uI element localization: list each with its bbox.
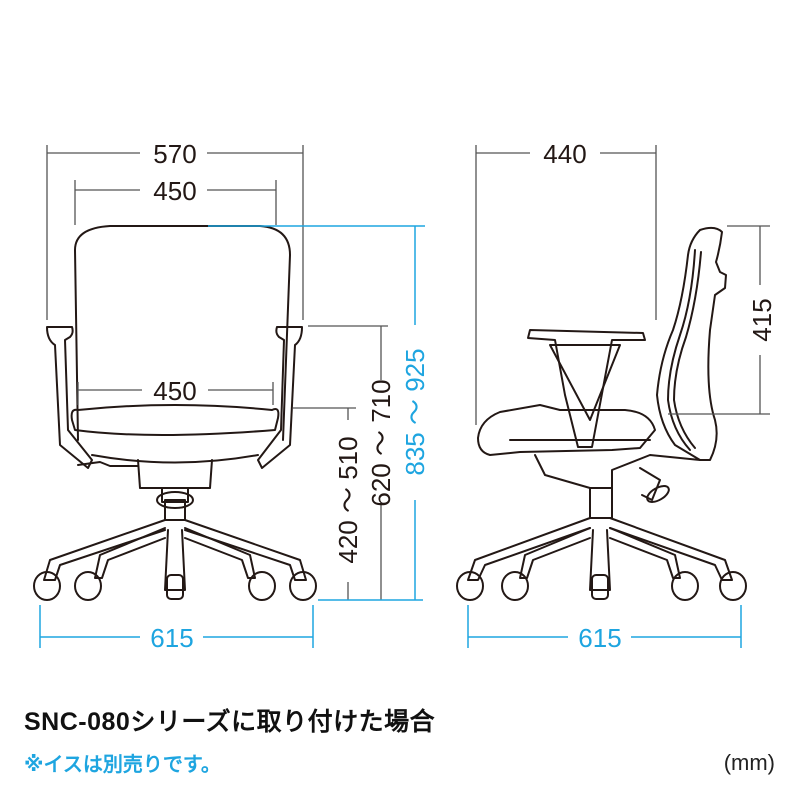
- front-caster-4: [248, 571, 276, 601]
- dim-overall-width: 570: [153, 139, 196, 169]
- dim-armrest-height: 620 ～ 710: [366, 379, 396, 506]
- side-view-chair: [456, 226, 747, 601]
- dim-back-height: 415: [747, 298, 777, 341]
- side-dimension-lines: [475, 145, 770, 425]
- caption-note: ※イスは別売りです。: [24, 754, 221, 776]
- side-gas-cylinder: [589, 487, 613, 519]
- side-caster-center: [591, 574, 609, 600]
- front-armrest-right: [257, 326, 303, 469]
- side-caster-2: [501, 571, 529, 601]
- side-mechanism: [534, 454, 701, 489]
- front-base-leg-right-inner: [184, 527, 256, 579]
- front-base-leg-center: [164, 529, 186, 591]
- side-armrest: [527, 329, 646, 448]
- front-caster-5: [289, 571, 317, 601]
- front-seat: [70, 404, 280, 436]
- dim-seat-width: 450: [153, 376, 196, 406]
- front-armrest-left: [46, 326, 93, 469]
- front-backrest: [74, 225, 291, 441]
- front-caster-center: [166, 574, 184, 600]
- front-view-chair: [33, 225, 317, 601]
- front-base-leg-left-outer: [43, 519, 166, 581]
- front-caster-1: [33, 571, 61, 601]
- dim-front-base-width: 615: [150, 623, 193, 653]
- side-backrest: [656, 226, 727, 461]
- caption-title: SNC-080シリーズに取り付けた場合: [24, 708, 436, 736]
- blue-dimension-lines: [39, 225, 742, 648]
- front-caster-2: [74, 571, 102, 601]
- dim-depth: 440: [543, 139, 586, 169]
- dim-seat-height: 420 ～ 510: [333, 436, 363, 563]
- unit-label: (mm): [723, 750, 775, 775]
- front-mechanism: [137, 459, 213, 489]
- side-seat: [477, 404, 656, 456]
- front-lever: [77, 461, 139, 467]
- side-tilt-knob: [639, 467, 661, 501]
- dim-back-width: 450: [153, 176, 196, 206]
- dim-overall-height: 835 ～ 925: [400, 348, 430, 475]
- dim-side-base-width: 615: [578, 623, 621, 653]
- side-caster-5: [719, 571, 747, 601]
- front-base-leg-left-inner: [94, 527, 166, 579]
- front-base-leg-right-outer: [184, 519, 307, 581]
- side-caster-4: [671, 571, 699, 601]
- front-dimension-lines: [46, 145, 388, 600]
- side-caster-1: [456, 571, 484, 601]
